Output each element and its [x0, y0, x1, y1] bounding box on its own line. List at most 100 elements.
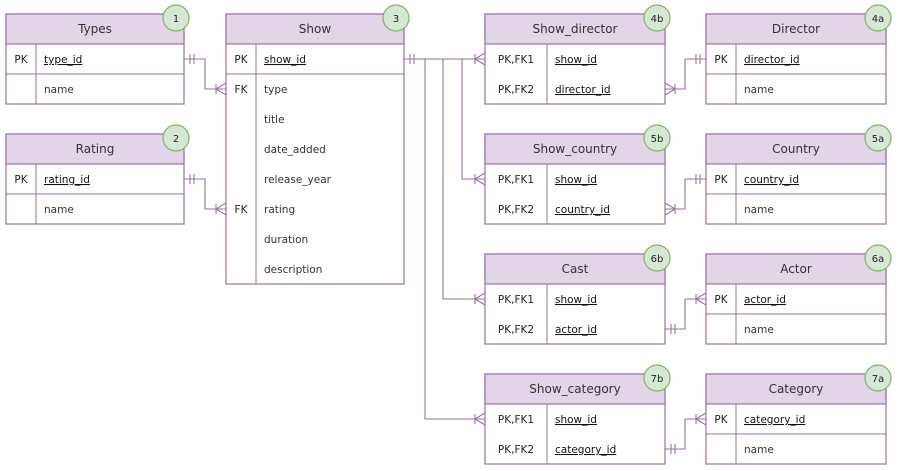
many-marker	[695, 418, 707, 426]
row-field: title	[264, 114, 285, 126]
many-marker	[474, 58, 486, 66]
row-field: category_id	[555, 444, 616, 456]
row-field: show_id	[555, 174, 597, 186]
row-field: name	[744, 324, 774, 336]
table-badge	[864, 364, 892, 392]
row-key: PK	[234, 54, 248, 66]
row-key: PK,FK1	[498, 294, 534, 306]
row-key: PK	[14, 174, 28, 186]
table-header	[484, 13, 666, 45]
many-marker	[695, 298, 707, 306]
table-header	[484, 373, 666, 405]
rel-show-showcategory	[404, 58, 485, 420]
badge-number: 7a	[872, 374, 885, 385]
rel-show-showcountry	[404, 58, 485, 180]
table-header	[705, 133, 887, 165]
row-field: description	[264, 264, 322, 276]
many-marker	[664, 202, 676, 210]
table-badge	[162, 124, 190, 152]
table-title: Cast	[562, 262, 589, 276]
many-marker	[215, 82, 227, 90]
badge-number: 2	[173, 134, 179, 145]
many-marker	[474, 178, 486, 186]
table-header	[484, 133, 666, 165]
table-badge	[643, 4, 671, 32]
row-field: category_id	[744, 414, 805, 426]
row-key: FK	[235, 204, 249, 216]
table-title: Types	[77, 22, 112, 36]
row-field: type	[264, 84, 287, 96]
row-field: show_id	[555, 54, 597, 66]
table-title: Show_director	[533, 22, 618, 36]
table-header	[5, 13, 185, 45]
row-field: country_id	[744, 174, 799, 186]
relationship-lines	[184, 52, 707, 454]
table-header	[225, 13, 405, 45]
row-field: country_id	[555, 204, 610, 216]
badge-number: 4b	[651, 14, 664, 25]
row-key: PK	[14, 54, 28, 66]
row-field: type_id	[44, 54, 82, 66]
many-marker	[474, 412, 486, 420]
row-key: PK	[714, 294, 728, 306]
row-field: show_id	[555, 414, 597, 426]
table-badge	[643, 124, 671, 152]
table-title: Director	[772, 22, 820, 36]
many-marker	[474, 418, 486, 426]
table-badge	[864, 244, 892, 272]
table-badge	[864, 124, 892, 152]
row-field: director_id	[555, 84, 611, 96]
badge-number: 3	[393, 14, 399, 25]
row-field: name	[744, 84, 774, 96]
row-field: duration	[264, 234, 308, 246]
row-field: show_id	[264, 54, 306, 66]
badge-number: 1	[173, 14, 179, 25]
row-field: release_year	[264, 174, 332, 186]
many-marker	[474, 172, 486, 180]
row-key: PK,FK1	[498, 174, 534, 186]
badge-number: 4a	[872, 14, 885, 25]
many-marker	[695, 412, 707, 420]
table-badge	[643, 364, 671, 392]
badge-number: 5b	[651, 134, 664, 145]
table-header	[705, 373, 887, 405]
badge-number: 5a	[872, 134, 885, 145]
many-marker	[664, 82, 676, 90]
many-marker	[474, 52, 486, 60]
table-header	[705, 13, 887, 45]
table-badge	[382, 4, 410, 32]
row-key: FK	[235, 84, 249, 96]
many-marker	[215, 202, 227, 210]
row-field: actor_id	[555, 324, 597, 336]
many-marker	[215, 208, 227, 216]
row-field: date_added	[264, 144, 326, 156]
table-title: Show_category	[529, 382, 620, 396]
row-field: rating	[264, 204, 295, 216]
row-field: director_id	[744, 54, 800, 66]
row-field: show_id	[555, 294, 597, 306]
table-title: Rating	[76, 142, 115, 156]
badge-number: 6b	[651, 254, 664, 265]
many-marker	[215, 88, 227, 96]
badge-number: 7b	[651, 374, 664, 385]
many-marker	[664, 88, 676, 96]
row-field: name	[744, 204, 774, 216]
table-header	[705, 253, 887, 285]
row-field: actor_id	[744, 294, 786, 306]
table-badge	[162, 4, 190, 32]
row-key: PK,FK2	[498, 84, 534, 96]
many-marker	[474, 298, 486, 306]
table-title: Show_country	[533, 142, 617, 156]
